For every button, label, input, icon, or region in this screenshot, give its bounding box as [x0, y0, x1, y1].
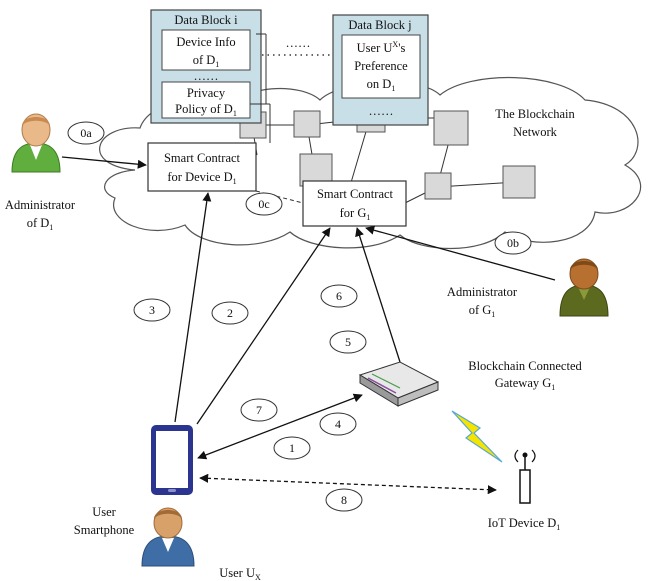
data-block-j-dots: …… — [369, 104, 394, 118]
admin-g-label-line2: of G1 — [469, 303, 496, 319]
iot-antenna-icon — [514, 449, 536, 504]
user-name-label: User UX — [219, 566, 261, 581]
step-5 — [329, 330, 367, 354]
network-node — [293, 110, 321, 138]
data-block-i: Data Block i Device Info of D1 …… Privac… — [150, 9, 262, 124]
step-0a — [67, 121, 105, 145]
data-block-i-title: Data Block i — [174, 13, 238, 27]
gateway-router-icon — [358, 361, 440, 407]
smartphone-label-line1: User — [92, 505, 116, 519]
iot-label: IoT Device D1 — [488, 516, 561, 532]
data-block-i-dots: …… — [194, 69, 219, 83]
privacy-policy-line2: Policy of D1 — [175, 102, 237, 118]
gateway-label-line2: Gateway G1 — [495, 376, 556, 392]
admin-d-label-line2: of D1 — [27, 216, 54, 232]
smartphone-label-line2: Smartphone — [74, 523, 135, 537]
step-label-3: 3 — [149, 303, 155, 317]
step-7 — [240, 398, 278, 422]
admin-g-label-line1: Administrator — [447, 285, 518, 299]
step-label-0c: 0c — [258, 197, 269, 211]
privacy-policy-line1: Privacy — [187, 86, 226, 100]
smart-contract-device-line2: for Device D1 — [167, 170, 236, 186]
step-4 — [319, 412, 357, 436]
step-8 — [325, 488, 363, 512]
admin-d-icon — [11, 113, 61, 173]
admin-g-icon — [559, 258, 609, 317]
user-icon — [141, 507, 195, 567]
step-label-8: 8 — [341, 493, 347, 507]
arrow-3 — [174, 192, 212, 423]
step-label-2: 2 — [227, 306, 233, 320]
smart-contract-device-line1: Smart Contract — [164, 151, 241, 165]
preference-line2: Preference — [354, 59, 408, 73]
lightning-icon — [451, 410, 503, 463]
step-label-0b: 0b — [507, 236, 519, 250]
arrow-0b — [365, 225, 556, 281]
gateway-label-line1: Blockchain Connected — [468, 359, 582, 373]
arrow-5 — [355, 227, 401, 363]
arrow-8 — [199, 473, 497, 495]
smart-contract-device: Smart Contract for Device D1 — [147, 142, 257, 192]
device-info-line2: of D1 — [193, 53, 220, 69]
step-1 — [273, 436, 311, 460]
step-label-1: 1 — [289, 441, 295, 455]
smart-contract-gateway-line1: Smart Contract — [317, 187, 394, 201]
admin-d-label-line1: Administrator — [5, 198, 76, 212]
arrow-0a — [61, 156, 147, 169]
data-block-j-title: Data Block j — [348, 18, 411, 32]
step-label-6: 6 — [336, 289, 342, 303]
preference-line3: on D1 — [367, 77, 396, 93]
step-label-4: 4 — [335, 417, 341, 431]
arrow-2-6 — [196, 227, 331, 425]
network-label-line2: Network — [513, 125, 557, 139]
network-node — [424, 172, 452, 200]
arrow-1-4-7 — [197, 393, 363, 460]
network-node — [502, 165, 536, 199]
network-node — [433, 110, 469, 146]
step-label-0a: 0a — [80, 126, 92, 140]
block-link-label: …… — [286, 36, 311, 50]
step-0b — [494, 231, 532, 255]
step-3 — [133, 298, 171, 322]
smartphone-icon — [151, 425, 193, 495]
smart-contract-gateway: Smart Contract for G1 — [302, 180, 407, 227]
step-0c — [245, 192, 283, 216]
step-2 — [211, 301, 249, 325]
step-label-5: 5 — [345, 335, 351, 349]
preference-line1: User UX's — [357, 40, 406, 55]
smart-contract-gateway-line2: for G1 — [340, 206, 371, 222]
network-label-line1: The Blockchain — [495, 107, 575, 121]
step-6 — [320, 284, 358, 308]
step-label-7: 7 — [256, 403, 262, 417]
device-info-line1: Device Info — [176, 35, 235, 49]
data-block-j: Data Block j User UX's Preference on D1 … — [332, 14, 429, 126]
